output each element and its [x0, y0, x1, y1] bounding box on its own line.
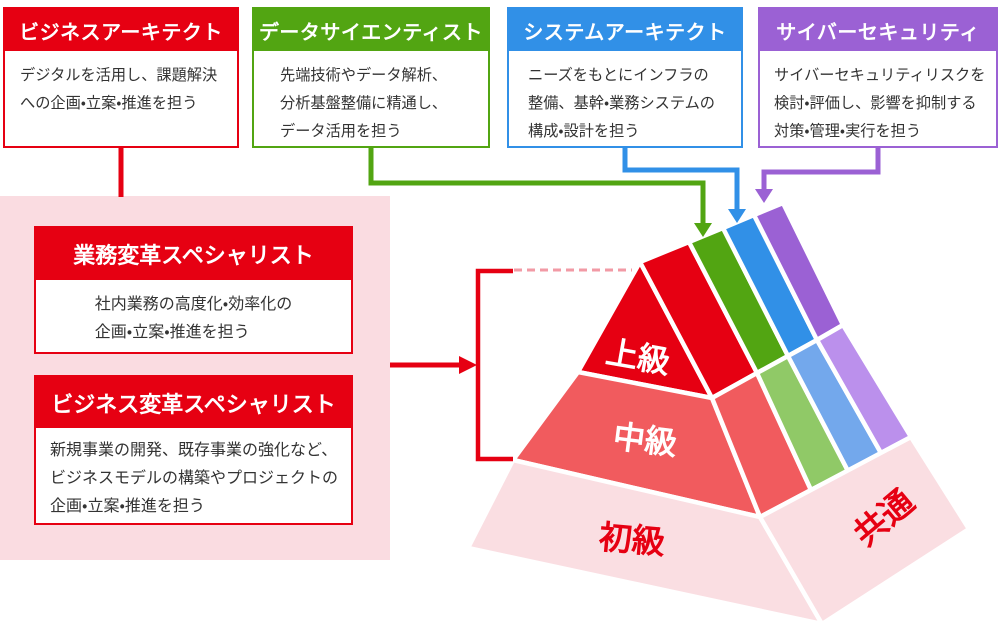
role-box-business-architect: ビジネスアーキテクト デジタルを活用し、課題解決 への企画・立案・推進を担う — [3, 7, 239, 148]
specialist-description-business-henkaku: 新規事業の開発、既存事業の強化など、 ビジネスモデルの構築やプロジェクトの 企画… — [36, 428, 351, 521]
pyramid: 上級 中級 初級 共通 — [465, 200, 972, 627]
stripe-cyber-security-advanced — [751, 200, 846, 343]
role-description-line: ニーズをもとにインフラの — [528, 67, 709, 84]
role-title-system-architect: システムアーキテクト — [509, 9, 741, 51]
role-box-system-architect: システムアーキテクト ニーズをもとにインフラの 整備、基幹・業務システムの 構成… — [507, 7, 743, 148]
role-description-line: 分析基盤整備に精通し、 — [280, 95, 448, 112]
connector-data-scientist — [368, 147, 706, 226]
pyramid-face-beginner — [465, 457, 825, 627]
pyramid-face-common — [757, 434, 972, 627]
pyramid-label-common: 共通 — [847, 482, 922, 553]
role-box-data-scientist: データサイエンティスト 先端技術やデータ解析、 分析基盤整備に精通し、 データ活… — [252, 7, 490, 148]
role-description-line: 対策・管理・実行を担う — [774, 123, 922, 140]
pyramid-face-intermediate — [510, 369, 763, 520]
specialist-description-line: 企画・立案・推進を担う — [50, 498, 205, 515]
role-description-data-scientist: 先端技術やデータ解析、 分析基盤整備に精通し、 データ活用を担う — [254, 51, 488, 146]
stripe-data-scientist-advanced — [686, 225, 791, 376]
role-description-line: 検討・評価し、影響を抑制する — [774, 95, 977, 112]
connector-cyber-security — [761, 147, 881, 192]
specialist-box-gyomu-henkaku: 業務変革スペシャリスト 社内業務の高度化・効率化の 企画・立案・推進を担う — [34, 226, 353, 354]
specialist-box-business-henkaku: ビジネス変革スペシャリスト 新規事業の開発、既存事業の強化など、 ビジネスモデル… — [34, 375, 353, 525]
role-box-cyber-security: サイバーセキュリティ サイバーセキュリティリスクを 検討・評価し、影響を抑制する… — [758, 7, 998, 148]
role-description-line: 先端技術やデータ解析、 — [280, 67, 448, 84]
specialist-description-line: 企画・立案・推進を担う — [94, 324, 250, 341]
role-description-system-architect: ニーズをもとにインフラの 整備、基幹・業務システムの 構成・設計を担う — [509, 51, 741, 146]
level-bracket — [475, 268, 513, 462]
role-description-line: 構成・設計を担う — [528, 123, 640, 140]
connector-system-architect-arrowhead — [728, 209, 746, 223]
role-description-cyber-security: サイバーセキュリティリスクを 検討・評価し、影響を抑制する 対策・管理・実行を担… — [760, 51, 996, 146]
stripe-business-architect-intermediate — [709, 370, 814, 520]
pyramid-label-intermediate: 中級 — [611, 418, 680, 462]
role-description-business-architect: デジタルを活用し、課題解決 への企画・立案・推進を担う — [5, 51, 237, 118]
stripe-business-architect-advanced — [637, 239, 760, 401]
specialist-description-lines: 社内業務の高度化・効率化の 企画・立案・推進を担う — [95, 291, 292, 347]
specialist-panel: 業務変革スペシャリスト 社内業務の高度化・効率化の 企画・立案・推進を担う ビジ… — [0, 196, 390, 560]
specialist-description-line: 新規事業の開発、既存事業の強化など、 — [50, 442, 338, 459]
connector-system-architect — [622, 147, 740, 212]
pyramid-label-beginner: 初級 — [598, 518, 668, 561]
specialist-title-business-henkaku: ビジネス変革スペシャリスト — [36, 377, 351, 428]
role-title-data-scientist: データサイエンティスト — [254, 9, 488, 51]
specialist-description-line: 社内業務の高度化・効率化の — [94, 296, 293, 313]
role-description-line: への企画・立案・推進を担う — [20, 95, 198, 112]
stripe-system-architect-advanced — [720, 212, 820, 359]
role-description-line: データ活用を担う — [280, 123, 402, 140]
role-description-line: サイバーセキュリティリスクを — [774, 67, 986, 84]
specialist-title-gyomu-henkaku: 業務変革スペシャリスト — [36, 228, 351, 280]
stripe-system-architect-intermediate — [785, 337, 884, 474]
stripe-cyber-security-intermediate — [814, 322, 914, 456]
specialist-arrowhead — [459, 356, 477, 374]
stripe-data-scientist-intermediate — [754, 353, 851, 493]
role-title-business-architect: ビジネスアーキテクト — [5, 9, 237, 51]
pyramid-label-advanced: 上級 — [603, 334, 673, 381]
specialist-description-gyomu-henkaku: 社内業務の高度化・効率化の 企画・立案・推進を担う — [36, 280, 351, 347]
connector-data-scientist-arrowhead — [694, 223, 712, 237]
specialist-description-line: ビジネスモデルの構築やプロジェクトの — [50, 470, 339, 487]
role-title-cyber-security: サイバーセキュリティ — [760, 9, 996, 51]
role-description-line: 整備、基幹・業務システムの — [528, 95, 715, 112]
connector-cyber-security-arrowhead — [755, 189, 773, 203]
role-description-line: デジタルを活用し、課題解決 — [20, 67, 218, 84]
pyramid-face-advanced — [575, 259, 715, 401]
